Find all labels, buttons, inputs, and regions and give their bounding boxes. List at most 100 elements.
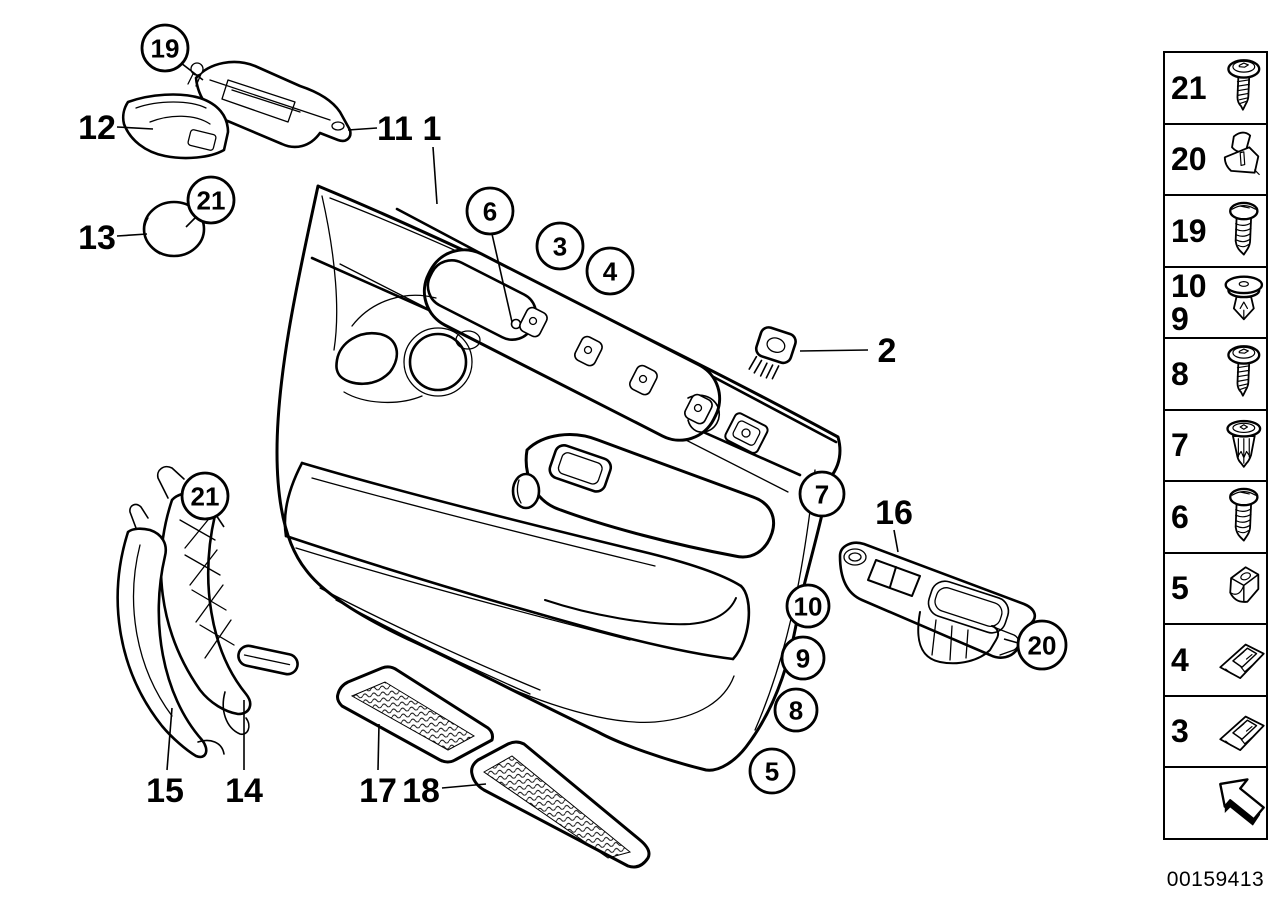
window-guide-clip-part [748, 326, 797, 380]
legend-row[interactable]: 7 [1163, 408, 1271, 483]
expansion-rivet-icon [1213, 413, 1271, 479]
grip-handle-carrier-part [156, 465, 299, 736]
callout-number: 9 [796, 643, 810, 673]
callout-leader-line [116, 126, 154, 130]
clip-nut-icon [1213, 556, 1271, 622]
callout-3[interactable]: 3 [535, 221, 585, 271]
callout-18[interactable]: 18 [402, 772, 440, 810]
legend-row[interactable]: 4 [1163, 623, 1268, 697]
callout-number: 12 [78, 109, 116, 147]
callout-number: 5 [765, 756, 779, 786]
legend-row[interactable]: 8 [1163, 337, 1268, 411]
legend-row-numbers: 8 [1165, 355, 1213, 392]
callout-4[interactable]: 4 [585, 246, 635, 296]
callout-number: 7 [815, 479, 829, 509]
callout-leader-line [893, 529, 899, 553]
callout-number: 16 [875, 494, 913, 532]
callout-number: 18 [402, 772, 440, 810]
legend-row-numbers: 20 [1165, 143, 1213, 176]
mounting-rail-bosses [510, 306, 769, 454]
callout-leader-line [166, 707, 173, 771]
callout-16[interactable]: 16 [875, 494, 913, 532]
legend-row[interactable]: 3 [1163, 694, 1268, 769]
legend-item-number: 21 [1171, 69, 1207, 106]
legend-row[interactable]: 20 [1163, 122, 1271, 197]
callout-14[interactable]: 14 [225, 772, 263, 810]
sheet-clip-icon [1213, 127, 1271, 193]
callout-circle [773, 687, 819, 733]
callout-21[interactable]: 21 [186, 175, 236, 225]
speaker-grille-front-part [336, 665, 494, 764]
callout-6[interactable]: 6 [465, 186, 515, 236]
callout-9[interactable]: 9 [780, 635, 826, 681]
callout-leader-line [347, 127, 378, 131]
armrest-band [283, 461, 751, 661]
callout-number: 13 [78, 219, 116, 257]
legend-row[interactable] [1163, 766, 1268, 840]
callout-number: 3 [553, 231, 567, 261]
legend-row[interactable]: 19 [1163, 194, 1268, 268]
flange-screw-icon [1213, 55, 1271, 121]
callout-circle [785, 583, 831, 629]
callout-7[interactable]: 7 [798, 470, 846, 518]
legend-row-numbers: 5 [1165, 572, 1213, 605]
callout-circle [140, 23, 190, 73]
legend-item-number: 9 [1171, 300, 1189, 337]
legend-item-number: 20 [1171, 141, 1207, 177]
callout-leader-line [185, 216, 197, 228]
callout-leader-line [180, 62, 204, 81]
callout-12[interactable]: 12 [78, 109, 116, 147]
pan-screw-icon [1213, 198, 1271, 264]
callout-2[interactable]: 2 [878, 332, 897, 370]
callout-circle [798, 470, 846, 518]
pan-screw-icon [1213, 484, 1271, 550]
tweeter-speaker-opening [335, 294, 481, 404]
legend-row-numbers: 19 [1165, 214, 1213, 248]
callout-number: 17 [359, 772, 397, 810]
legend-row-numbers: 4 [1165, 641, 1213, 678]
legend-row-numbers: 7 [1165, 429, 1213, 462]
callout-circle [186, 175, 236, 225]
callout-21[interactable]: 21 [180, 471, 230, 521]
legend-item-number: 10 [1171, 267, 1207, 304]
legend-item-number: 4 [1171, 641, 1189, 678]
callout-circle [535, 221, 585, 271]
callout-10[interactable]: 10 [785, 583, 831, 629]
legend-item-number: 3 [1171, 713, 1189, 749]
callout-number: 14 [225, 772, 263, 810]
bracket-clip-icon [1213, 627, 1271, 693]
legend-item-number: 7 [1171, 427, 1189, 463]
legend-row[interactable]: 5 [1163, 551, 1271, 626]
callout-number: 1 [423, 110, 442, 148]
direction-arrow-icon [1213, 770, 1271, 836]
callout-circle [585, 246, 635, 296]
door-opener-carrier-part [187, 60, 352, 149]
callout-leader-line [491, 233, 513, 323]
callout-circle [748, 747, 796, 795]
callout-number: 21 [197, 185, 226, 215]
callout-13[interactable]: 13 [78, 219, 116, 257]
callout-circle [465, 186, 515, 236]
callout-leader-line [1003, 638, 1019, 644]
callout-number: 6 [483, 196, 497, 226]
callout-leader-line [441, 783, 487, 789]
callout-8[interactable]: 8 [773, 687, 819, 733]
callout-1[interactable]: 1 [423, 110, 442, 148]
callout-19[interactable]: 19 [140, 23, 190, 73]
flange-screw-icon [1213, 341, 1271, 407]
callout-number: 21 [191, 481, 220, 511]
callout-11[interactable]: 11 [377, 110, 413, 148]
legend-row[interactable]: 21 [1163, 51, 1268, 125]
callout-5[interactable]: 5 [748, 747, 796, 795]
legend-item-number: 8 [1171, 355, 1189, 392]
callout-number: 19 [151, 33, 180, 63]
legend-row[interactable]: 6 [1163, 480, 1268, 554]
callout-15[interactable]: 15 [146, 772, 184, 810]
callout-17[interactable]: 17 [359, 772, 397, 810]
callout-leader-line [116, 233, 148, 237]
callout-20[interactable]: 20 [1016, 619, 1068, 671]
